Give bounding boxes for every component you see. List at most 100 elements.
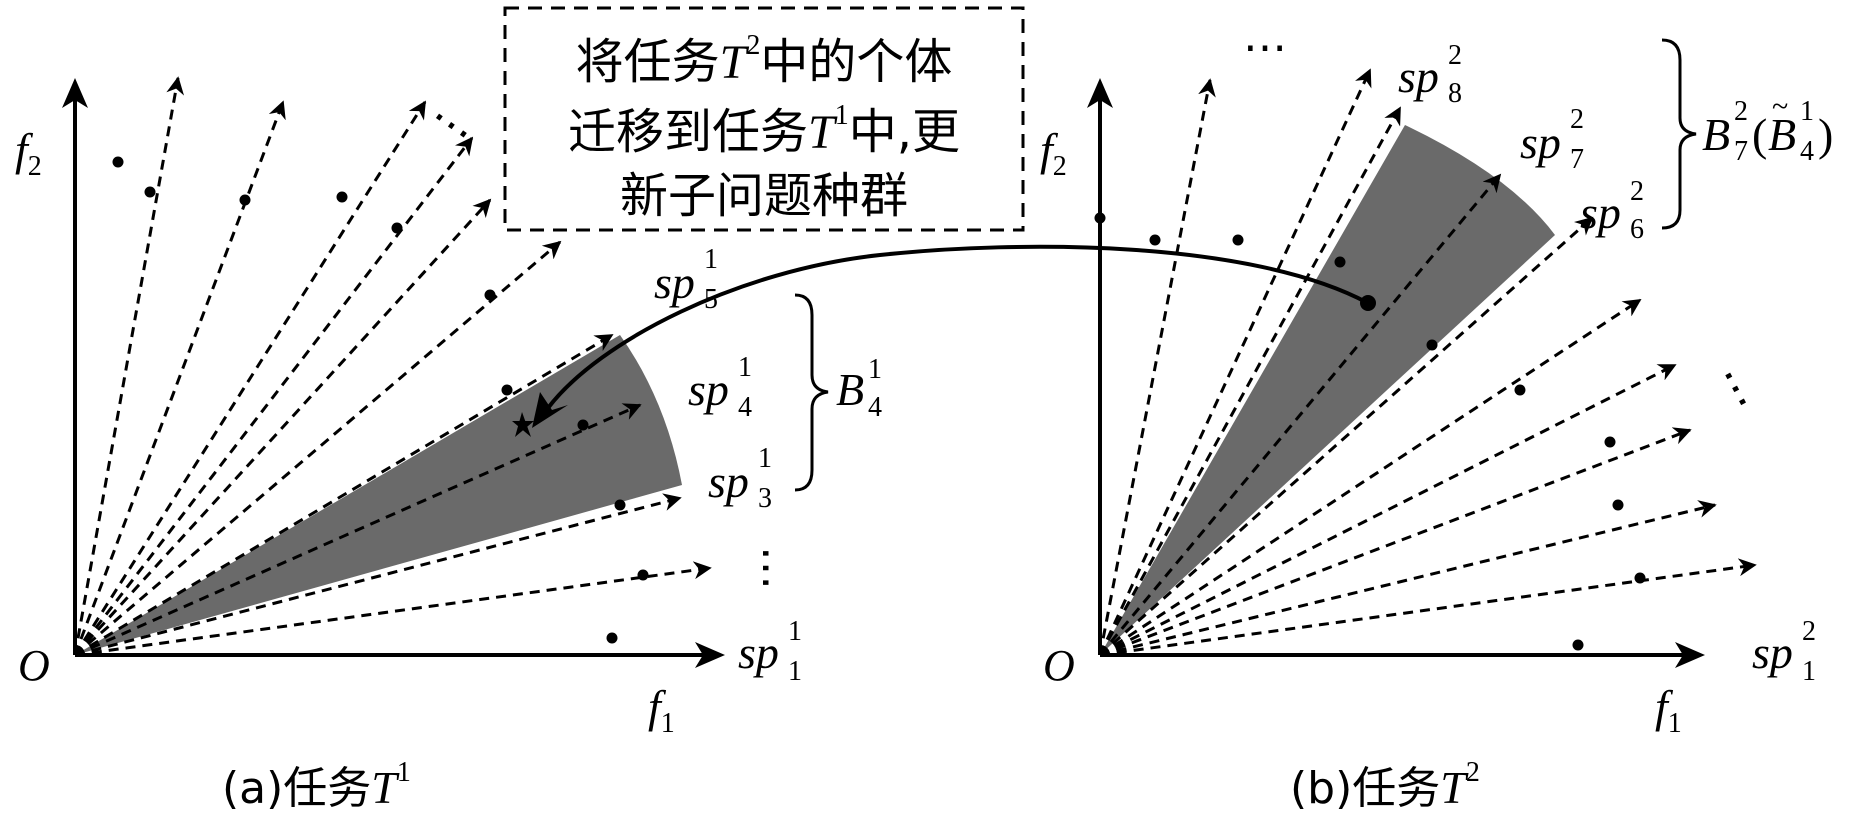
svg-text:1: 1 [1800, 96, 1814, 127]
svg-text:4: 4 [738, 392, 752, 423]
panel-a-x-axis-label: f1 [648, 681, 675, 739]
svg-text:~: ~ [1772, 90, 1788, 123]
svg-text:B: B [836, 364, 864, 415]
svg-text:2: 2 [1802, 616, 1816, 647]
svg-text:4: 4 [868, 392, 882, 423]
panel-b-label-sp7: sp 2 7 [1520, 104, 1584, 175]
panel-a-rays [73, 76, 712, 657]
svg-text:(: ( [1752, 109, 1767, 160]
svg-text:2: 2 [1734, 96, 1748, 127]
note-box: 将任务T2中的个体 迁移到任务T1中,更 新子问题种群 [503, 6, 1025, 232]
panel-b-curly-brace [1661, 38, 1697, 230]
svg-text:2: 2 [1448, 40, 1462, 71]
panel-b-point [1612, 499, 1624, 511]
panel-a-label-sp5: sp 1 5 [654, 244, 718, 315]
panel-a-ray [73, 136, 474, 656]
panel-b-label-sp6: sp 2 6 [1580, 176, 1644, 245]
panel-a-ray [74, 493, 682, 657]
panel-b-point [1149, 234, 1161, 246]
svg-text:2: 2 [1630, 176, 1644, 207]
panel-a-ray [73, 76, 185, 656]
panel-b-caption: (b)任务T2 [1290, 757, 1480, 814]
panel-a-point [501, 384, 513, 396]
panel-b-x-arrowhead [1675, 642, 1705, 668]
panel-b-ray [1098, 106, 1402, 656]
svg-text:B: B [1702, 109, 1730, 160]
panel-b-point [1426, 339, 1438, 351]
svg-text:4: 4 [1800, 136, 1814, 167]
svg-text:sp: sp [1580, 187, 1621, 238]
svg-text:1: 1 [788, 616, 802, 647]
panel-b-ray [1099, 500, 1717, 657]
panel-b-ray [1099, 216, 1594, 657]
svg-text:1: 1 [1802, 656, 1816, 687]
panel-a-origin-label: O [18, 641, 50, 690]
panel-b-ray [1099, 558, 1757, 657]
panel-a-ray [74, 561, 712, 657]
svg-text:): ) [1818, 109, 1833, 160]
transfer-arrowhead [532, 392, 568, 428]
svg-text:7: 7 [1734, 136, 1748, 167]
panel-a-y-arrowhead [62, 78, 88, 108]
panel-a: O f1 f2 ⋯ ⋯ sp 1 1 sp 1 3 sp 1 4 sp 1 5 … [15, 76, 882, 814]
panel-b-ray [1098, 173, 1502, 656]
note-line-1: 将任务T2中的个体 [576, 30, 953, 90]
panel-b-y-arrowhead [1087, 78, 1113, 108]
panel-a-ray [74, 240, 562, 657]
svg-text:1: 1 [868, 354, 882, 385]
panel-a-point [484, 289, 496, 301]
panel-a-point [577, 419, 589, 431]
svg-text:sp: sp [738, 627, 779, 678]
panel-a-y-axis-label: f2 [15, 124, 42, 182]
transfer-arrow [546, 244, 1369, 410]
panel-b-point [1514, 384, 1526, 396]
panel-a-x-arrowhead [695, 642, 725, 668]
panel-a-highlight-sector [75, 335, 682, 655]
svg-text:sp: sp [708, 456, 749, 507]
svg-text:sp: sp [654, 257, 695, 308]
panel-a-ray [73, 100, 427, 656]
panel-a-ellipsis-top: ⋯ [420, 92, 484, 157]
panel-a-label-sp3: sp 1 3 [708, 443, 772, 514]
svg-text:7: 7 [1570, 144, 1584, 175]
panel-b-origin-label: O [1043, 641, 1075, 690]
panel-a-bracket-label: B 1 4 [836, 354, 882, 423]
panel-b-label-sp8: sp 2 8 [1398, 40, 1462, 109]
panel-b-x-axis-label: f1 [1655, 681, 1682, 739]
panel-b-point [1604, 436, 1616, 448]
svg-text:3: 3 [758, 483, 772, 514]
panel-b-ray [1099, 427, 1692, 657]
panel-b-y-axis-label: f2 [1040, 124, 1067, 182]
panel-b-point [1232, 234, 1244, 246]
panel-b-ellipsis-top: ⋯ [1243, 23, 1287, 72]
svg-text:B: B [1768, 109, 1796, 160]
panel-a-star-marker [512, 412, 534, 437]
note-line-2: 迁移到任务T1中,更 [568, 100, 960, 160]
panel-b-point [1334, 256, 1346, 268]
panel-a-ray [74, 333, 614, 657]
panel-a-point [239, 194, 251, 206]
panel-b-ray [1098, 68, 1372, 656]
svg-text:sp: sp [1752, 627, 1793, 678]
panel-b-label-sp1: sp 2 1 [1752, 616, 1816, 687]
svg-text:1: 1 [704, 244, 718, 275]
svg-text:sp: sp [1520, 117, 1561, 168]
panel-b-rays [1098, 68, 1757, 657]
svg-text:1: 1 [758, 443, 772, 474]
svg-text:sp: sp [688, 364, 729, 415]
panel-a-label-sp1: sp 1 1 [738, 616, 802, 687]
panel-a-point [391, 222, 403, 234]
panel-a-label-sp4: sp 1 4 [688, 352, 752, 423]
svg-text:6: 6 [1630, 214, 1644, 245]
svg-text:2: 2 [1570, 104, 1584, 135]
panel-b: O f1 f2 ⋯ ⋯ sp 2 1 sp 2 6 sp 2 7 sp 2 8 … [1040, 23, 1833, 814]
panel-a-ellipsis-bottom: ⋯ [742, 546, 791, 590]
panel-b-ray [1099, 298, 1642, 657]
panel-b-ellipsis-right: ⋯ [1704, 358, 1768, 420]
panel-a-point [112, 156, 124, 168]
panel-a-point [336, 191, 348, 203]
panel-a-ray [74, 403, 642, 657]
note-line-3: 新子问题种群 [620, 168, 908, 224]
svg-text:1: 1 [738, 352, 752, 383]
